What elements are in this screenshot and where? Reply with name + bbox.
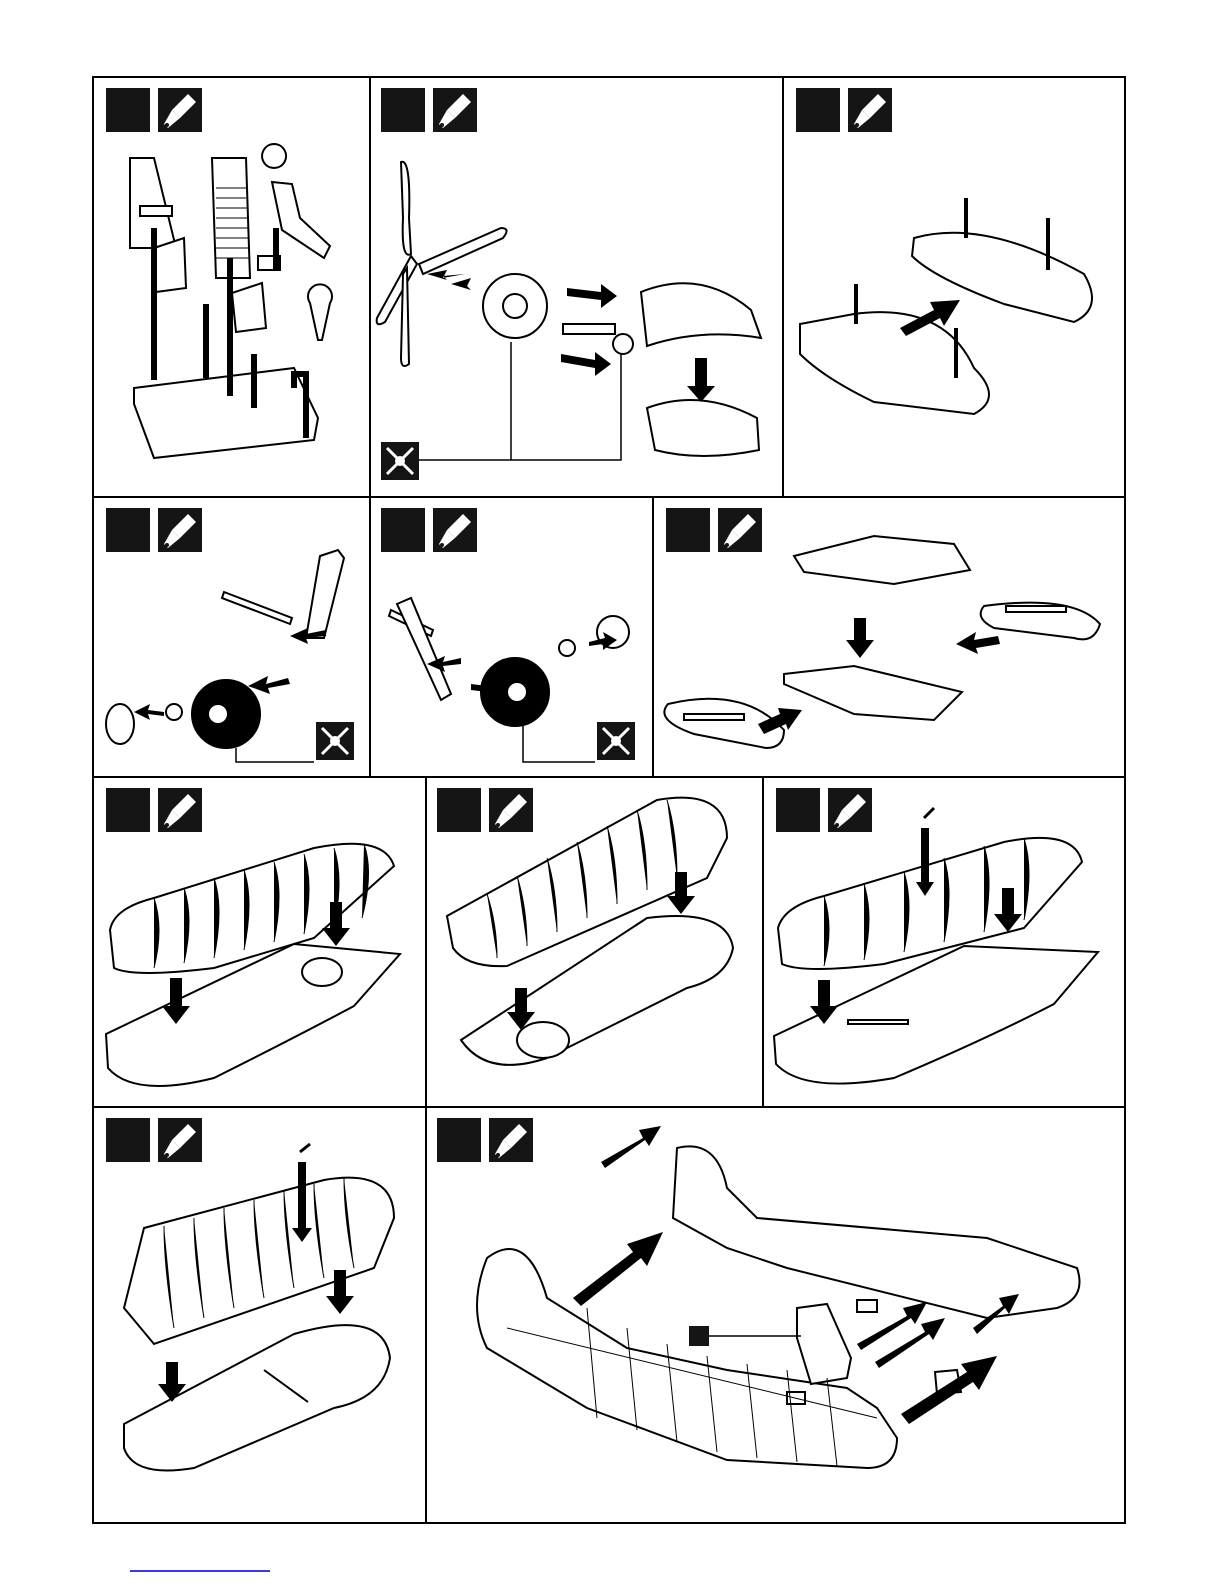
- engine-propeller-illustration: [371, 78, 782, 496]
- hull-parts-illustration: [654, 498, 1124, 776]
- step-panel-5: [371, 498, 652, 776]
- step-panel-6: [654, 498, 1124, 776]
- step-panel-10: [94, 1108, 425, 1524]
- instruction-sheet: [92, 76, 1126, 1524]
- step-panel-11: [427, 1108, 1124, 1524]
- cockpit-assembly-illustration: [94, 78, 369, 496]
- step-panel-2: [371, 78, 782, 496]
- wing-half-1-illustration: [94, 778, 425, 1106]
- landing-gear-right-illustration: [371, 498, 652, 776]
- step-panel-1: [94, 78, 369, 496]
- step-panel-3: [784, 78, 1124, 496]
- wing-half-2-illustration: [427, 778, 762, 1106]
- wing-upper-half-illustration: [94, 1108, 425, 1524]
- landing-gear-left-illustration: [94, 498, 369, 776]
- step-panel-9: [764, 778, 1124, 1106]
- fuselage-assembly-illustration: [427, 1108, 1124, 1524]
- step-panel-7: [94, 778, 425, 1106]
- footer-link-underline[interactable]: [130, 1570, 270, 1572]
- step-panel-4: [94, 498, 369, 776]
- wing-upper-illustration: [764, 778, 1124, 1106]
- float-assembly-illustration: [784, 78, 1124, 496]
- step-panel-8: [427, 778, 762, 1106]
